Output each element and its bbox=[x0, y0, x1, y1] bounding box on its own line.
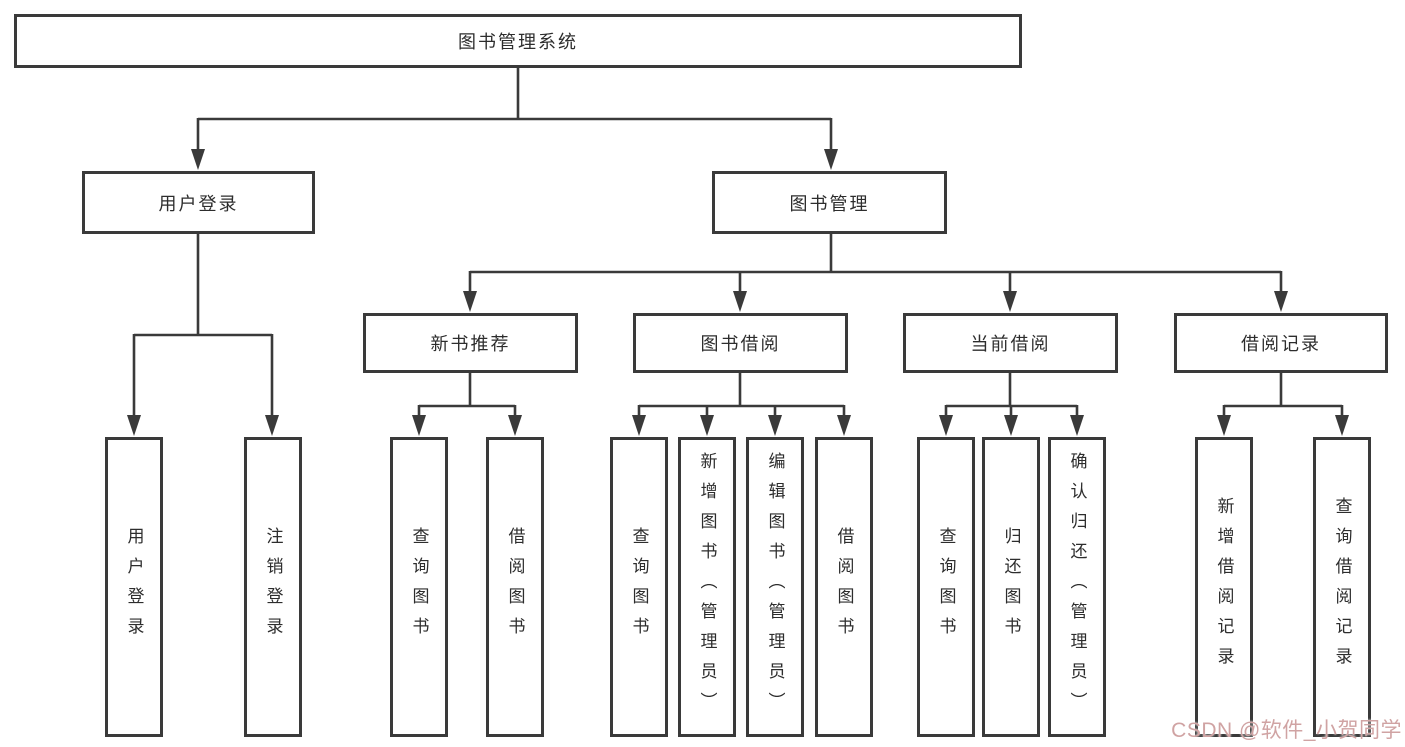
node-root-label: 图书管理系统 bbox=[458, 32, 578, 52]
leaf-label: 查询图书 bbox=[629, 527, 649, 647]
leaf-label: 新增借阅记录 bbox=[1214, 497, 1234, 677]
node-book-management: 图书管理 bbox=[712, 171, 947, 234]
leaf-return-book: 归还图书 bbox=[982, 437, 1040, 737]
node-root-system: 图书管理系统 bbox=[14, 14, 1022, 68]
leaf-logout: 注销登录 bbox=[244, 437, 302, 737]
leaf-user-login: 用户登录 bbox=[105, 437, 163, 737]
node-book-management-label: 图书管理 bbox=[789, 193, 870, 214]
leaf-label: 借阅图书 bbox=[834, 527, 854, 647]
leaf-query-book-3: 查询图书 bbox=[917, 437, 975, 737]
leaf-add-book-admin: 新增图书（管理员） bbox=[678, 437, 736, 737]
node-borrow-record: 借阅记录 bbox=[1174, 313, 1388, 373]
leaf-label: 查询图书 bbox=[936, 527, 956, 647]
leaf-label: 用户登录 bbox=[124, 527, 144, 647]
node-new-book-recommend-label: 新书推荐 bbox=[430, 334, 511, 354]
leaf-label: 新增图书（管理员） bbox=[697, 452, 717, 722]
leaf-label: 归还图书 bbox=[1001, 527, 1021, 647]
node-book-borrow-label: 图书借阅 bbox=[700, 334, 781, 354]
leaf-query-book-1: 查询图书 bbox=[390, 437, 448, 737]
leaf-borrow-book-1: 借阅图书 bbox=[486, 437, 544, 737]
leaf-label: 确认归还（管理员） bbox=[1067, 452, 1087, 722]
leaf-confirm-return-admin: 确认归还（管理员） bbox=[1048, 437, 1106, 737]
leaf-edit-book-admin: 编辑图书（管理员） bbox=[746, 437, 804, 737]
leaf-add-borrow-record: 新增借阅记录 bbox=[1195, 437, 1253, 737]
leaf-label: 查询借阅记录 bbox=[1332, 497, 1352, 677]
node-user-login: 用户登录 bbox=[82, 171, 315, 234]
node-new-book-recommend: 新书推荐 bbox=[363, 313, 578, 373]
node-user-login-label: 用户登录 bbox=[158, 193, 239, 214]
node-current-borrow: 当前借阅 bbox=[903, 313, 1118, 373]
leaf-query-book-2: 查询图书 bbox=[610, 437, 668, 737]
node-current-borrow-label: 当前借阅 bbox=[970, 334, 1051, 354]
leaf-query-borrow-record: 查询借阅记录 bbox=[1313, 437, 1371, 737]
node-book-borrow: 图书借阅 bbox=[633, 313, 848, 373]
leaf-label: 查询图书 bbox=[409, 527, 429, 647]
leaf-label: 注销登录 bbox=[263, 527, 283, 647]
csdn-watermark: CSDN @软件_小贺同学 bbox=[1171, 719, 1402, 742]
leaf-borrow-book-2: 借阅图书 bbox=[815, 437, 873, 737]
leaf-label: 编辑图书（管理员） bbox=[765, 452, 785, 722]
node-borrow-record-label: 借阅记录 bbox=[1241, 334, 1321, 354]
leaf-label: 借阅图书 bbox=[505, 527, 525, 647]
